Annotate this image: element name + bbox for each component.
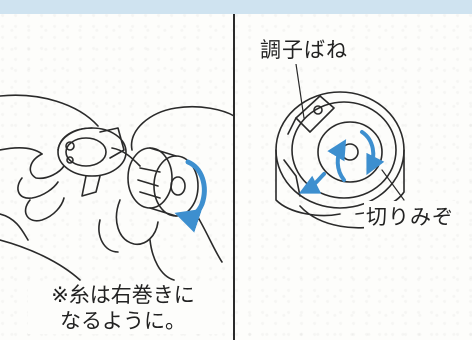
thread-direction-arrows	[298, 130, 385, 194]
tension-spring-label: 調子ばね	[258, 34, 350, 64]
caption-line-2: なるように。	[60, 309, 186, 333]
notch-label: 切りみぞ	[364, 201, 456, 231]
caption-line-1: ※糸は右巻きに	[51, 283, 195, 307]
caption: ※糸は右巻きに なるように。	[28, 282, 218, 334]
left-hands-illustration	[0, 94, 235, 281]
top-color-band-overlay	[0, 0, 472, 14]
clockwise-arrow-icon	[174, 159, 207, 233]
panel-divider	[233, 14, 235, 340]
